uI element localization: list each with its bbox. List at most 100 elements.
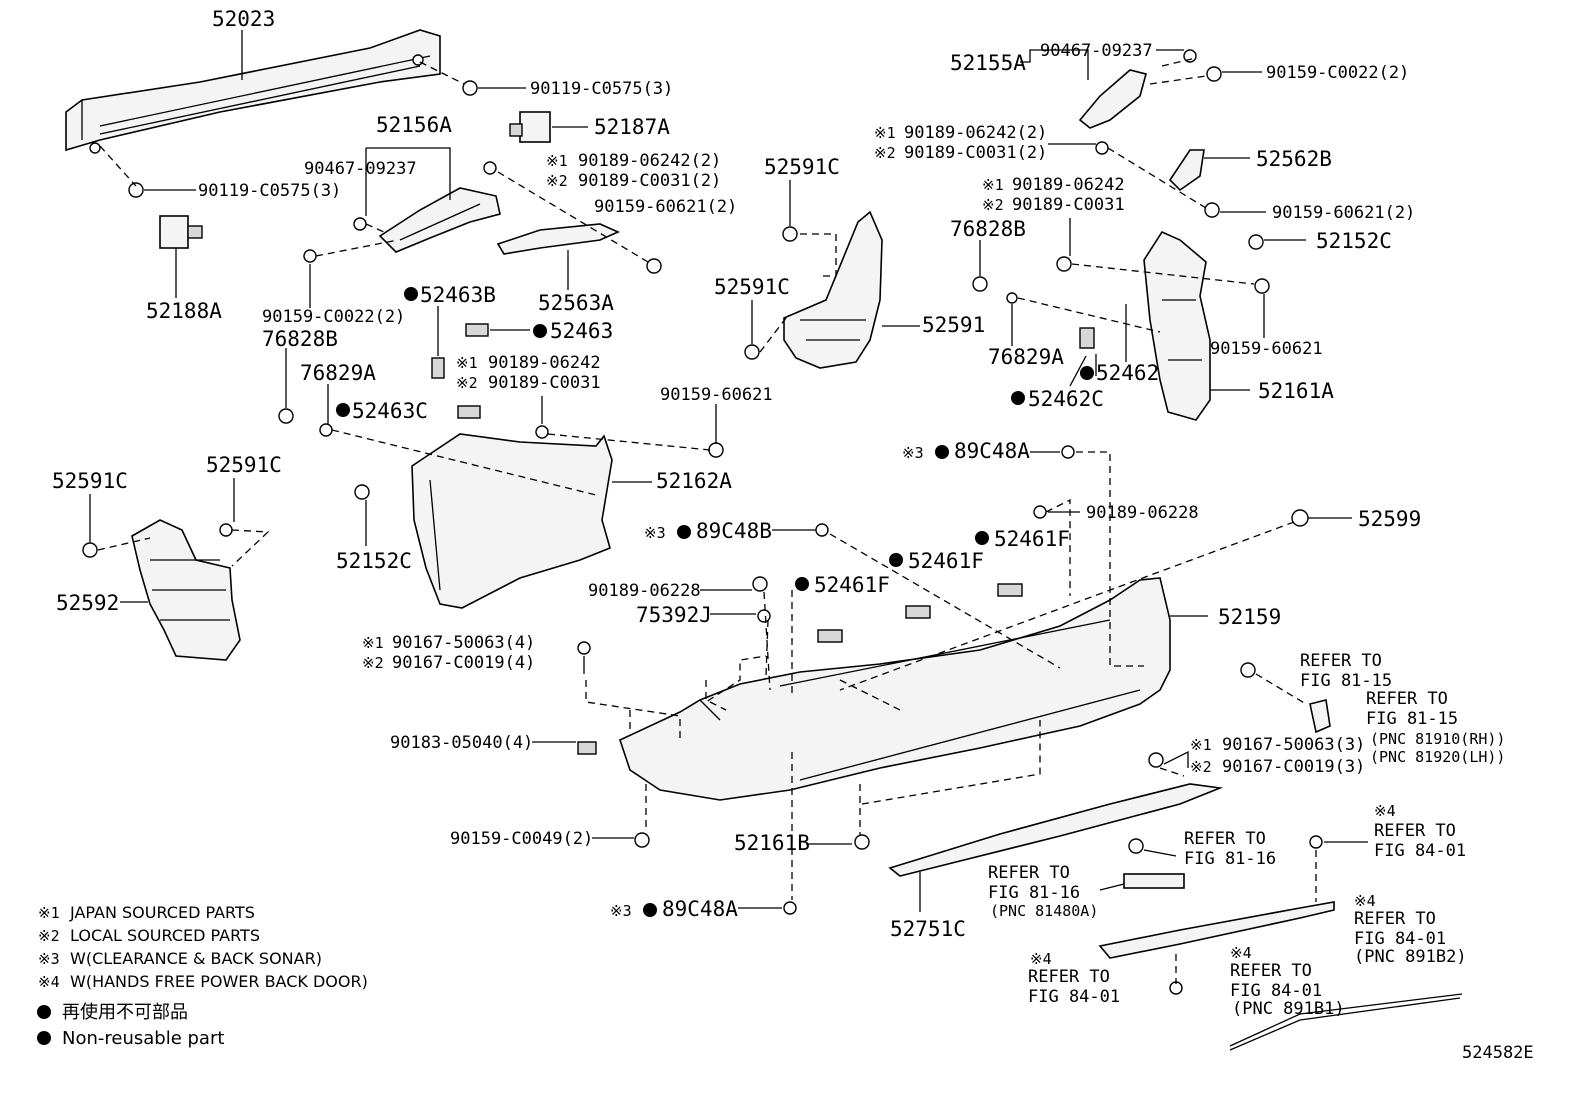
label-52159: 52159 [1218, 605, 1281, 629]
label-52463c: 52463C [352, 399, 428, 423]
label-90467-09237-left: 90467-09237 [304, 159, 417, 179]
marker-1: ※1 [456, 354, 478, 372]
legend-block: 再使用不可部品 Non-reusable part [37, 1002, 224, 1049]
ref-84-01-a-line1: REFER TO [1374, 821, 1456, 841]
leader-lines [89, 30, 1368, 912]
pad-52463b-shape [431, 357, 445, 379]
label-52023: 52023 [212, 7, 275, 31]
non-reusable-dot-icon [935, 445, 949, 459]
side-piece-52161a-shape [1143, 230, 1211, 421]
lower-strip-52751c-shape [888, 783, 1224, 877]
pad-52461f-b-shape [905, 605, 931, 619]
label-89c48a-bottom: 89C48A [662, 897, 738, 921]
label-52563a: 52563A [538, 291, 614, 315]
marker-2: ※2 [546, 172, 568, 190]
retainer-52156a-shape [378, 187, 501, 253]
note-marker-1: ※1 [38, 904, 60, 922]
sensor-rail-shape [1098, 901, 1463, 1051]
ref-84-01-b-line2: FIG 84-01 [1354, 929, 1446, 949]
label-52591: 52591 [922, 313, 985, 337]
non-reusable-dot-icon [404, 287, 418, 301]
notes-block: ※1 JAPAN SOURCED PARTS ※2 LOCAL SOURCED … [38, 903, 368, 991]
ref-84-01-d-line2: FIG 84-01 [1230, 981, 1322, 1001]
label-89c48b: 89C48B [696, 519, 772, 543]
non-reusable-dot-icon [643, 903, 657, 917]
pnc-81480a: (PNC 81480A) [990, 902, 1098, 920]
ref-84-01-c-line2: FIG 84-01 [1028, 987, 1120, 1007]
label-52461f-a: 52461F [994, 527, 1070, 551]
label-52156a: 52156A [376, 113, 452, 137]
label-90167-c0019-3: 90167-C0019(3) [1222, 757, 1365, 777]
note-2-text: LOCAL SOURCED PARTS [70, 926, 260, 945]
label-52161a: 52161A [1258, 379, 1334, 403]
note-1-text: JAPAN SOURCED PARTS [69, 903, 255, 922]
ref-81-15-a-line2: FIG 81-15 [1300, 671, 1392, 691]
label-52152c-left: 52152C [336, 549, 412, 573]
label-52591c-c: 52591C [52, 469, 128, 493]
label-52461f-c: 52461F [814, 573, 890, 597]
label-90159-c0022-left: 90159-C0022(2) [262, 307, 405, 327]
bracket-52592-shape [131, 519, 241, 661]
non-reusable-dot-icon [1080, 366, 1094, 380]
label-76828b-left: 76828B [262, 327, 338, 351]
label-52462: 52462 [1096, 361, 1159, 385]
part-labels: 52023 90119-C0575(3) 90119-C0575(3) 5218… [52, 7, 1421, 941]
marker-4: ※4 [1230, 944, 1252, 962]
note-marker-3: ※3 [38, 950, 60, 968]
label-52187a: 52187A [594, 115, 670, 139]
retainer-52155a-shape [1078, 69, 1147, 129]
non-reusable-dot-icon [889, 553, 903, 567]
ref-81-16-a-line2: FIG 81-16 [1184, 849, 1276, 869]
note-marker-2: ※2 [38, 927, 60, 945]
side-piece-52162a-shape [411, 433, 613, 609]
pad-52461f-a-shape [997, 583, 1023, 597]
marker-1: ※1 [546, 152, 568, 170]
label-90119-c0575-top: 90119-C0575(3) [530, 79, 673, 99]
diagram-id: 524582E [1462, 1043, 1534, 1063]
marker-4: ※4 [1030, 950, 1052, 968]
label-90189-06242-2-mid: 90189-06242(2) [578, 151, 721, 171]
pnc-81920: (PNC 81920(LH)) [1370, 748, 1505, 766]
marker-3: ※3 [644, 524, 666, 542]
label-76829a-right: 76829A [988, 345, 1064, 369]
ref-81-16-b-line2: FIG 81-16 [988, 883, 1080, 903]
label-52188a: 52188A [146, 299, 222, 323]
label-90189-c0031-2-mid: 90189-C0031(2) [578, 171, 721, 191]
non-reusable-dot-icon [37, 1005, 51, 1019]
marker-1: ※1 [1190, 736, 1212, 754]
label-52591c-b: 52591C [714, 275, 790, 299]
label-90159-60621-right: 90159-60621 [1210, 339, 1323, 359]
bracket-52591-shape [783, 210, 883, 369]
ref-81-15-b-line2: FIG 81-15 [1366, 709, 1458, 729]
marker-3: ※3 [902, 444, 924, 462]
label-52591c-a: 52591C [764, 155, 840, 179]
label-90159-60621-mid: 90159-60621 [660, 385, 773, 405]
pnc-81910: (PNC 81910(RH)) [1370, 730, 1505, 748]
pad-52463-shape [465, 323, 489, 337]
label-90189-06242-right2: 90189-06242 [1012, 175, 1125, 195]
pad-52461f-c-shape [817, 629, 843, 643]
marker-4: ※4 [1354, 892, 1376, 910]
non-reusable-dot-icon [533, 324, 547, 338]
marker-3: ※3 [610, 902, 632, 920]
label-76829a-left: 76829A [300, 361, 376, 385]
label-52462c: 52462C [1028, 387, 1104, 411]
retainer-52563a-shape [496, 223, 620, 255]
label-52751c: 52751C [890, 917, 966, 941]
legend-en-text: Non-reusable part [62, 1028, 224, 1049]
label-52562b: 52562B [1256, 147, 1332, 171]
fastener-shapes [82, 49, 1331, 995]
marker-2: ※2 [362, 654, 384, 672]
label-90167-50063-3: 90167-50063(3) [1222, 735, 1365, 755]
label-89c48a-top: 89C48A [954, 439, 1030, 463]
sensor-52187a-shape [509, 111, 551, 143]
sensor-52188a-shape [159, 215, 203, 249]
assembly-lines [97, 57, 1317, 984]
label-52463b: 52463B [420, 283, 496, 307]
ref-84-01-a-line2: FIG 84-01 [1374, 841, 1466, 861]
non-reusable-dot-icon [677, 525, 691, 539]
non-reusable-dot-icon [975, 531, 989, 545]
label-90467-09237-right: 90467-09237 [1040, 41, 1153, 61]
